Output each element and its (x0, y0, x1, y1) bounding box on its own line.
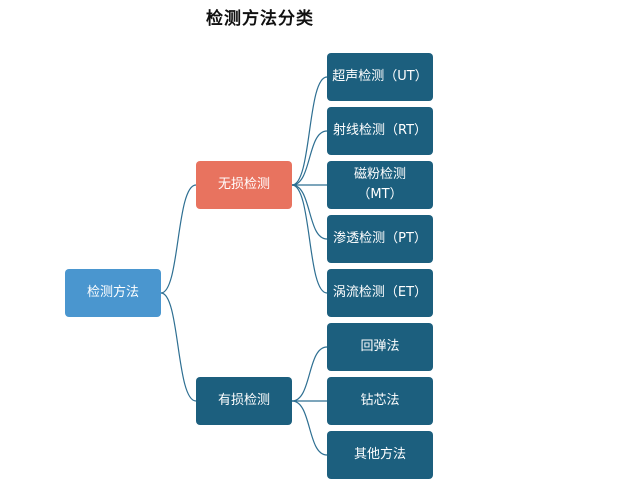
connector-root-nondestructive (160, 184, 197, 294)
leaf-label: 回弹法 (360, 338, 400, 354)
root-node-label: 检测方法 (86, 284, 139, 300)
leaf-other-methods: 其他方法 (327, 431, 433, 479)
leaf-label: 渗透检测（PT） (333, 230, 427, 246)
node-nondestructive-testing: 无损检测 (196, 161, 292, 209)
leaf-label: 超声检测（UT） (332, 68, 428, 84)
connector-dt-rebound (291, 346, 328, 402)
node-destructive-testing: 有损检测 (196, 377, 292, 425)
leaf-label: 磁粉检测（MT） (353, 166, 406, 202)
root-node-testing-methods: 检测方法 (65, 269, 161, 317)
connector-dt-other (291, 400, 328, 456)
leaf-penetrant-testing: 渗透检测（PT） (327, 215, 433, 263)
leaf-magnetic-particle-testing: 磁粉检测（MT） (327, 161, 433, 209)
connector-ndt-et (291, 184, 328, 294)
node-destructive-label: 有损检测 (217, 392, 270, 408)
leaf-radiographic-testing: 射线检测（RT） (327, 107, 433, 155)
connector-ndt-pt (291, 184, 328, 240)
connector-ndt-rt (291, 130, 328, 186)
leaf-label: 涡流检测（ET） (332, 284, 428, 300)
leaf-label: 其他方法 (353, 446, 406, 462)
connector-ndt-ut (291, 76, 328, 186)
leaf-eddy-current-testing: 涡流检测（ET） (327, 269, 433, 317)
diagram-title: 检测方法分类 (206, 9, 314, 29)
leaf-label: 钻芯法 (360, 392, 400, 408)
leaf-core-drilling-method: 钻芯法 (327, 377, 433, 425)
leaf-rebound-method: 回弹法 (327, 323, 433, 371)
connector-root-destructive (160, 292, 197, 402)
leaf-label: 射线检测（RT） (332, 122, 428, 138)
node-nondestructive-label: 无损检测 (217, 176, 270, 192)
leaf-ultrasonic-testing: 超声检测（UT） (327, 53, 433, 101)
